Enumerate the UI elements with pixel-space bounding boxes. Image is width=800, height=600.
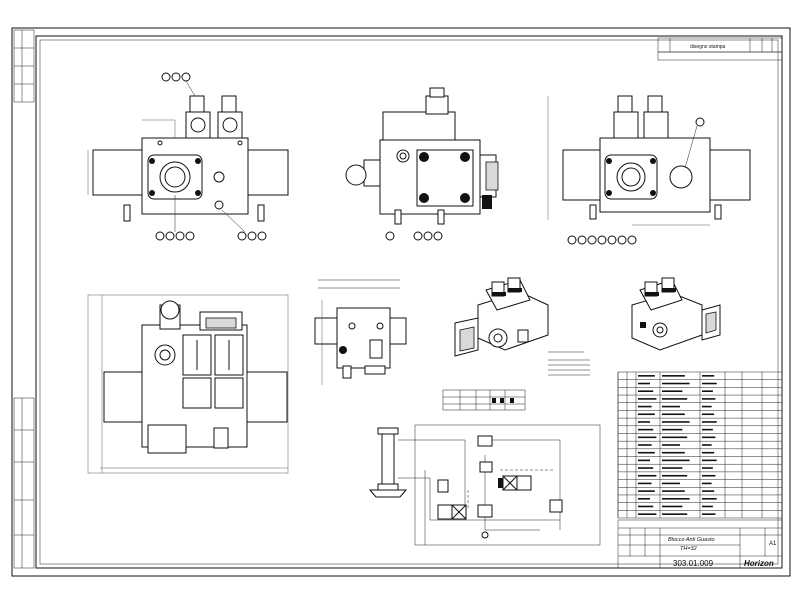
- bom-cell-text-stroke: [662, 505, 683, 508]
- left-margin-strip-bottom: [13, 397, 35, 569]
- bom-cell-text-stroke: [638, 436, 657, 439]
- outer-frame: [11, 27, 791, 577]
- view-front: [87, 72, 289, 241]
- bom-cell-text-stroke: [638, 505, 654, 508]
- sheet-size: A1: [769, 541, 777, 547]
- bom-cell-text-stroke: [662, 513, 688, 515]
- drawing-title-line2: TH=32: [680, 546, 697, 552]
- company-logo: Horizon: [744, 559, 774, 568]
- bom-cell-text-stroke: [638, 398, 657, 400]
- bom-cell-text-stroke: [702, 444, 712, 446]
- bom-cell-text-stroke: [702, 413, 715, 416]
- drawing-number: 303.01.009: [673, 559, 714, 568]
- bom-cell-text-stroke: [662, 421, 690, 423]
- bom-cell-text-stroke: [702, 505, 713, 508]
- bom-cell-text-stroke: [662, 413, 685, 416]
- bom-cell-text-stroke: [662, 451, 685, 454]
- top-header-box: disegno stampa: [657, 37, 783, 61]
- tolerance-table: [442, 389, 526, 411]
- bom-cell-text-stroke: [662, 459, 690, 462]
- bom-cell-text-stroke: [702, 482, 712, 485]
- view-rear: [547, 95, 751, 245]
- hydraulic-schematic: [368, 424, 601, 546]
- bom-cell-text-stroke: [638, 428, 654, 431]
- inner-frame: [35, 35, 783, 569]
- notes-lines: [548, 351, 590, 376]
- bom-cell-text-stroke: [638, 382, 650, 385]
- bom-cell-text-stroke: [702, 405, 712, 408]
- bom-cell-text-stroke: [638, 375, 655, 377]
- bom-cell-text-stroke: [662, 405, 680, 408]
- bom-cell-text-stroke: [702, 382, 717, 385]
- title-block: Blocco Anti Guasto TH=32 303.01.009 A1 H…: [617, 519, 783, 569]
- bom-cell-text-stroke: [702, 467, 713, 469]
- bom-cell-text-stroke: [662, 375, 685, 377]
- bom-cell-text-stroke: [662, 436, 688, 439]
- view-top: [87, 294, 289, 474]
- bom-cell-text-stroke: [702, 428, 713, 431]
- bom-cell-text-stroke: [702, 398, 716, 400]
- bom-cell-text-stroke: [702, 497, 717, 500]
- bom-cell-text-stroke: [702, 390, 713, 393]
- view-section: [314, 279, 407, 385]
- bom-cell-text-stroke: [662, 398, 688, 400]
- bom-cell-text-stroke: [638, 513, 657, 515]
- bom-cell-text-stroke: [662, 482, 680, 485]
- bom-cell-text-stroke: [638, 390, 654, 393]
- bom-cell-text-stroke: [702, 375, 715, 377]
- bom-cell-text-stroke: [638, 467, 654, 469]
- view-side: [345, 87, 499, 241]
- drawing-title-line1: Blocco Anti Guasto: [668, 537, 715, 543]
- bom-cell-text-stroke: [702, 436, 716, 439]
- bom-cell-text-stroke: [662, 444, 680, 446]
- bom-cell-text-stroke: [638, 405, 652, 408]
- bom-cell-text-stroke: [702, 490, 715, 492]
- left-margin-strip-top: [13, 29, 35, 103]
- isometric-view-right: [631, 277, 721, 351]
- bom-cell-text-stroke: [702, 513, 716, 515]
- bom-cell-text-stroke: [702, 421, 717, 423]
- bom-cell-text-stroke: [638, 474, 657, 477]
- bom-cell-text-stroke: [638, 497, 650, 500]
- bom-cell-text-stroke: [638, 413, 655, 416]
- top-header-label: disegno stampa: [690, 44, 726, 50]
- bom-cell-text-stroke: [638, 490, 655, 492]
- bom-cell-text-stroke: [662, 390, 683, 393]
- bom-cell-text-stroke: [662, 490, 685, 492]
- bom-cell-text-stroke: [638, 482, 652, 485]
- bom-cell-text-stroke: [702, 459, 717, 462]
- bom-cell-text-stroke: [662, 382, 690, 385]
- bom-cell-text-stroke: [662, 474, 688, 477]
- bom-cell-text-stroke: [662, 428, 683, 431]
- bom-cell-text-stroke: [638, 421, 650, 423]
- bom-cell-text-stroke: [638, 451, 655, 454]
- bom-cell-text-stroke: [702, 474, 716, 477]
- bom-cell-text-stroke: [662, 467, 683, 469]
- bom-cell-text-stroke: [702, 451, 715, 454]
- bom-cell-text-stroke: [638, 444, 652, 446]
- bill-of-materials: [617, 371, 783, 519]
- bom-cell-text-stroke: [638, 459, 650, 462]
- isometric-view-left: [454, 277, 549, 357]
- bom-cell-text-stroke: [662, 497, 690, 500]
